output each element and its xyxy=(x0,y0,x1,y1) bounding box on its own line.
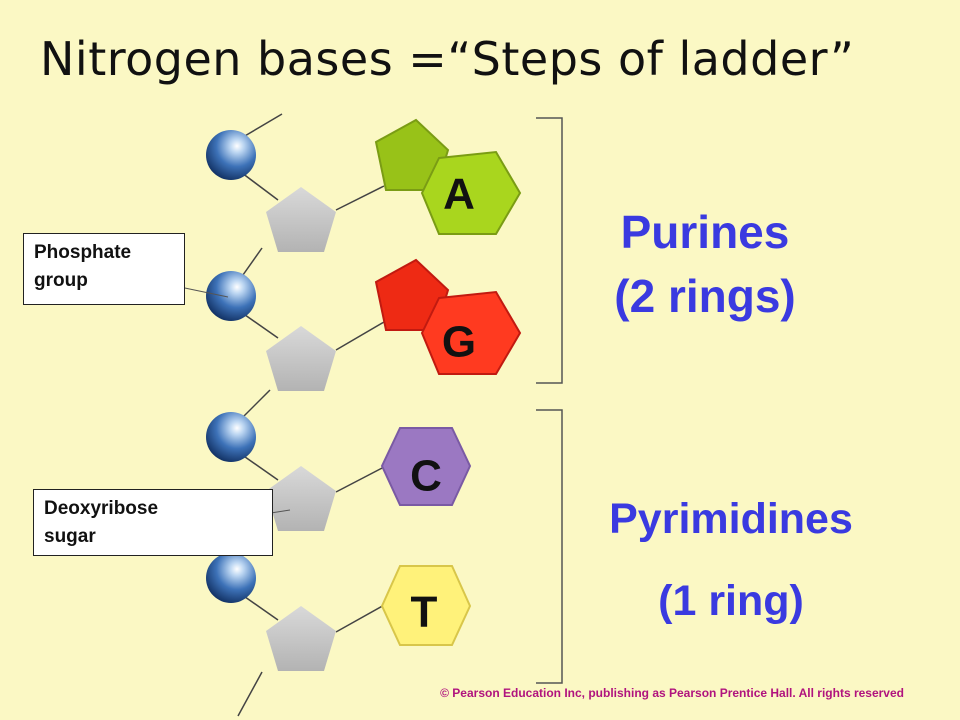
purines-rings: (2 rings) xyxy=(614,270,796,322)
pyrimidines-rings: (1 ring) xyxy=(658,577,804,625)
purines-bracket xyxy=(536,117,563,384)
base-letter-c: C xyxy=(410,452,442,501)
callout-line: group xyxy=(34,270,88,291)
phosphate-ball xyxy=(206,271,256,321)
base-adenine: A xyxy=(374,118,522,235)
sugar-pentagon xyxy=(266,606,336,671)
purines-label: Purines (2 rings) xyxy=(590,204,820,324)
base-letter-a: A xyxy=(443,170,475,219)
callout-line: sugar xyxy=(44,526,96,547)
callout-line: Phosphate xyxy=(34,242,132,263)
phosphate-group-callout: Phosphate group xyxy=(23,233,185,305)
base-guanine: G xyxy=(374,258,522,375)
phosphate-leader-line xyxy=(179,286,229,298)
sugar-pentagon xyxy=(266,187,336,252)
phosphate-ball xyxy=(206,130,256,180)
pyrimidines-label: Pyrimidines (1 ring) xyxy=(580,493,882,627)
pyrimidines-name: Pyrimidines xyxy=(609,495,853,543)
callout-line: Deoxyribose xyxy=(44,498,159,519)
base-letter-t: T xyxy=(411,588,438,637)
base-cytosine: C xyxy=(380,427,472,506)
pyrimidines-bracket xyxy=(536,409,563,684)
phosphate-ball xyxy=(206,412,256,462)
sugar-pentagon xyxy=(266,466,336,531)
copyright-notice: © Pearson Education Inc, publishing as P… xyxy=(440,686,904,700)
deoxyribose-sugar-callout: Deoxyribose sugar xyxy=(33,489,273,556)
sugar-pentagon xyxy=(266,326,336,391)
base-letter-g: G xyxy=(442,318,476,367)
base-thymine: T xyxy=(380,565,472,646)
purines-name: Purines xyxy=(620,206,790,258)
slide-title: Nitrogen bases =“Steps of ladder” xyxy=(40,32,855,86)
phosphate-ball xyxy=(206,553,256,603)
